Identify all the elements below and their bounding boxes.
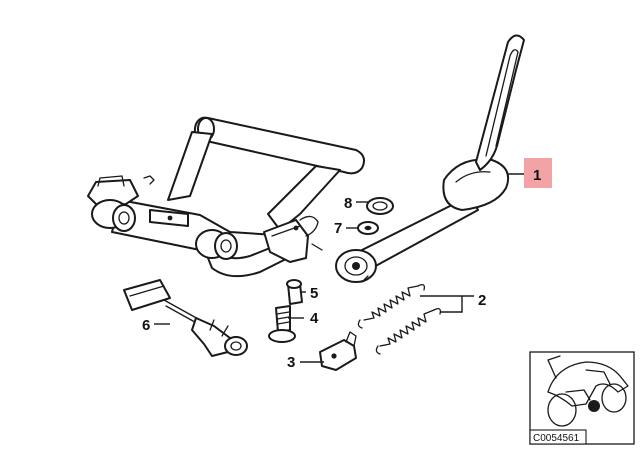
callout-1-highlight [524,158,552,188]
inset-thumbnail [529,351,635,445]
motorcycle-silhouette-icon [547,355,629,427]
callout-4[interactable]: 4 [310,310,319,327]
callout-6[interactable]: 6 [142,317,150,334]
callout-1[interactable]: 1 [533,167,541,184]
callout-5[interactable]: 5 [310,285,318,302]
reference-code-box [529,429,587,445]
callout-3[interactable]: 3 [287,354,295,371]
o-ring [366,197,394,215]
frame-crossmember [87,116,365,278]
callout-8[interactable]: 8 [344,195,352,212]
switch-bracket [319,331,357,371]
callout-7[interactable]: 7 [334,220,342,237]
tension-springs [357,284,442,355]
sleeve [286,279,303,305]
callout-2[interactable]: 2 [478,292,486,309]
side-stand-switch [123,279,248,357]
reference-code: C0054561 [533,433,580,444]
washer [357,221,379,235]
pivot-bolt [268,305,296,343]
leader-2 [420,295,474,313]
side-stand [335,34,525,283]
leader-lines [154,173,526,363]
